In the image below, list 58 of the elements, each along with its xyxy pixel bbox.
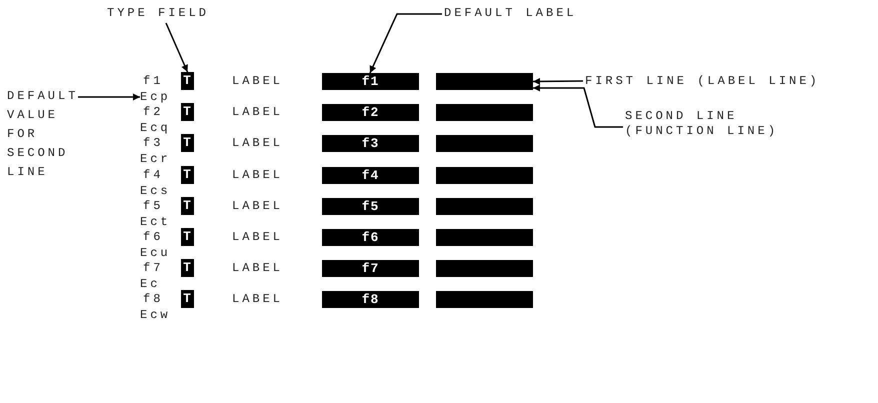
arrow (78, 94, 140, 100)
softkey-label-bar: f2 (322, 104, 419, 122)
escape-code-text: Ecw (140, 307, 171, 324)
label-keyword: LABEL (232, 291, 284, 308)
type-indicator: T (181, 259, 194, 278)
softkey-label-bar: f8 (322, 291, 419, 308)
escape-code-text: Ec (140, 276, 160, 292)
type-indicator: T (181, 166, 194, 184)
escape-code-text: Ecq (140, 120, 171, 136)
arrow (165, 22, 188, 72)
annotation-text: DEFAULT LABEL (444, 5, 577, 21)
label-keyword: LABEL (232, 229, 284, 245)
softkey-bar (436, 260, 533, 278)
type-indicator: T (181, 290, 194, 308)
escape-code-text: Ecu (140, 245, 171, 261)
type-indicator: T (181, 72, 194, 90)
label-keyword: LABEL (232, 104, 284, 120)
softkey-bar (436, 198, 533, 215)
softkey-bar (436, 229, 533, 246)
label-keyword: LABEL (232, 198, 284, 214)
type-indicator: T (181, 228, 194, 246)
leader-line (369, 13, 442, 74)
escape-code-text: Ecs (140, 182, 171, 199)
type-indicator: T (181, 196, 194, 215)
label-keyword: LABEL (232, 135, 284, 152)
softkey-bar (436, 73, 533, 90)
softkey-bar (436, 104, 533, 122)
label-keyword: LABEL (232, 73, 284, 89)
type-indicator: T (181, 134, 194, 152)
annotation-text: FIRST LINE (LABEL LINE) (585, 73, 820, 89)
escape-code-text: Ect (140, 214, 171, 230)
leader-line (533, 84, 623, 128)
arrow (533, 78, 583, 85)
key-name: f7 (143, 260, 164, 276)
softkey-label-bar: f1 (322, 73, 419, 90)
softkey-bar (436, 135, 533, 152)
escape-code-text: Ecr (140, 151, 171, 168)
label-keyword: LABEL (232, 166, 284, 183)
type-indicator: T (181, 103, 194, 122)
key-name: f4 (143, 166, 164, 183)
key-name: f2 (143, 104, 164, 120)
label-keyword: LABEL (232, 260, 284, 276)
softkey-label-bar: f4 (322, 166, 419, 184)
key-name: f8 (143, 291, 164, 308)
softkey-label-bar: f3 (322, 135, 419, 152)
annotation-text: DEFAULT VALUE FOR SECOND LINE (7, 87, 78, 182)
key-name: f3 (143, 135, 164, 152)
softkey-label-bar: f7 (322, 260, 419, 278)
softkey-bar (436, 166, 533, 184)
softkey-bar (436, 291, 533, 308)
annotation-text: TYPE FIELD (107, 5, 210, 21)
softkey-label-bar: f6 (322, 229, 419, 246)
softkey-label-bar: f5 (322, 198, 419, 215)
key-name: f1 (143, 73, 164, 89)
annotation-text: SECOND LINE (FUNCTION LINE) (625, 109, 825, 139)
key-name: f5 (143, 198, 164, 214)
key-name: f6 (143, 229, 164, 245)
escape-code-text: Ecp (140, 89, 171, 105)
